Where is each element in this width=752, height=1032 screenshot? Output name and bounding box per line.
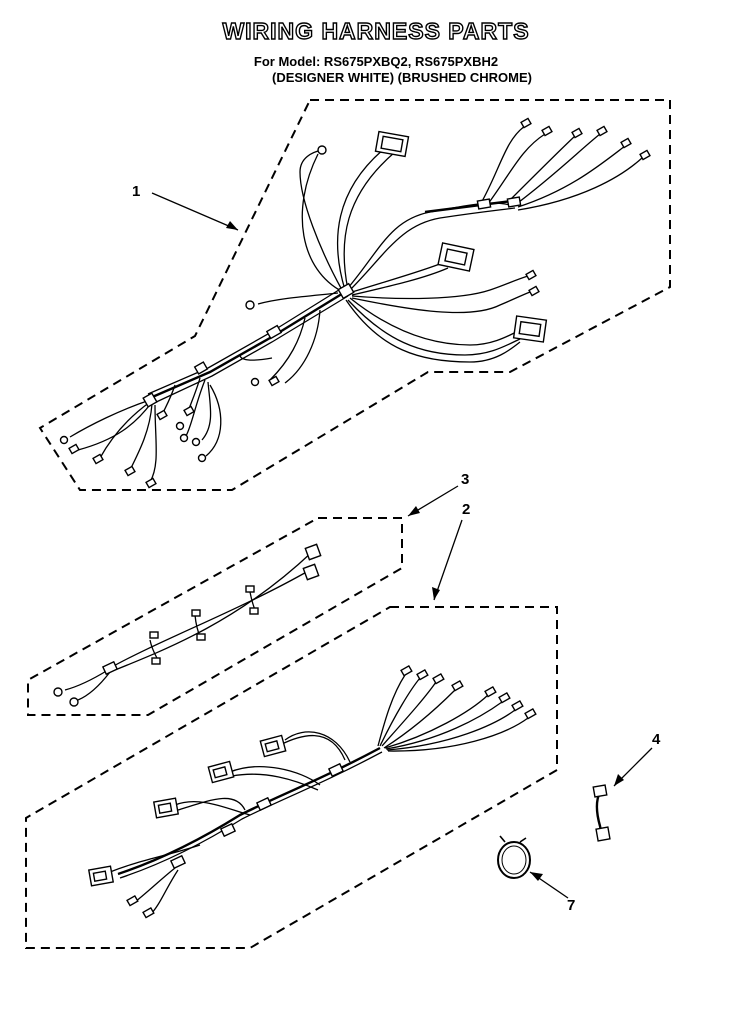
part-7-ring-clamp: 7 (497, 835, 575, 914)
part-2-lower-harness: 2 (25, 501, 558, 949)
finish-options: (DESIGNER WHITE) (BRUSHED CHROME) (272, 70, 532, 85)
part-2-dashed-boundary (25, 606, 558, 949)
part-4-clip: 4 (592, 731, 661, 842)
part-1-dashed-boundary (38, 99, 671, 491)
part-1-main-harness: 1 (38, 99, 671, 491)
part-3-dashed-boundary (27, 517, 403, 716)
model-numbers: For Model: RS675PXBQ2, RS675PXBH2 (253, 54, 499, 69)
callout-7: 7 (567, 897, 575, 914)
callout-1: 1 (132, 183, 140, 200)
callout-4: 4 (652, 731, 661, 748)
page-title: WIRING HARNESS PARTS (222, 17, 530, 44)
callout-3: 3 (461, 471, 469, 488)
part-3-small-harness: 3 (27, 471, 469, 716)
callout-2: 2 (462, 501, 470, 518)
